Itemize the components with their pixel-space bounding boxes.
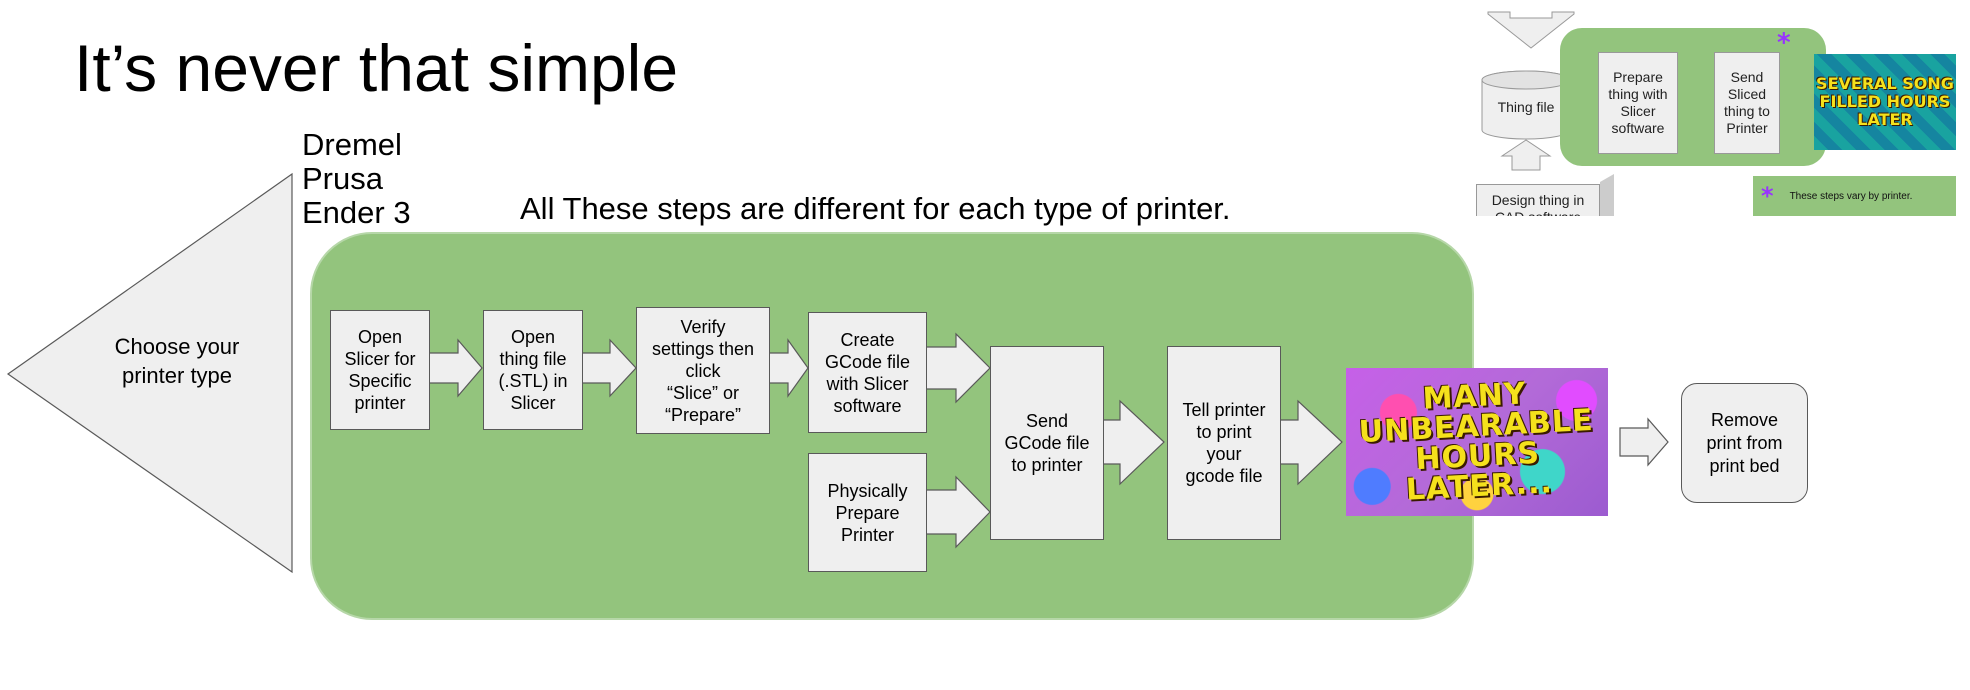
arrow-1	[427, 338, 483, 398]
subtitle: All These steps are different for each t…	[520, 191, 1231, 226]
legend-asterisk-icon: *	[1761, 182, 1774, 210]
step-physically-prepare-label: Physically Prepare Printer	[827, 480, 908, 545]
arrow-7	[1279, 399, 1343, 486]
arrow-5	[925, 475, 991, 549]
step-open-slicer-label: Open Slicer for Specific printer	[344, 327, 416, 413]
arrow-4	[925, 332, 991, 404]
inset-send-sliced-label: Send Sliced thing to Printer	[1724, 69, 1770, 136]
inset-design-step: Design thing in CAD software	[1476, 184, 1600, 216]
inset-design-box-side	[1600, 173, 1614, 216]
several-hours-later-caption: SEVERAL SONG FILLED HOURS LATER	[1816, 74, 1954, 129]
inset-prepare-step: Prepare thing with Slicer software	[1598, 52, 1678, 154]
step-remove-print: Remove print from print bed	[1681, 383, 1808, 503]
arrow-2	[581, 338, 637, 398]
page-title: It’s never that simple	[74, 31, 679, 105]
step-create-gcode-label: Create GCode file with Slicer software	[824, 329, 911, 416]
inset-top-arrow	[1487, 11, 1575, 49]
printer-dremel: Dremel	[302, 127, 402, 162]
printer-list: Dremel Prusa Ender 3	[302, 128, 411, 230]
printer-ender3: Ender 3	[302, 195, 411, 230]
step-verify-settings: Verify settings then click “Slice” or “P…	[636, 307, 770, 434]
step-open-thing-file-label: Open thing file (.STL) in Slicer	[498, 327, 568, 413]
inset-send-sliced-step: Send Sliced thing to Printer	[1714, 52, 1780, 154]
printer-prusa: Prusa	[302, 161, 383, 196]
step-open-thing-file: Open thing file (.STL) in Slicer	[483, 310, 583, 430]
inset-thing-file-label: Thing file	[1497, 98, 1555, 115]
inset-up-arrow	[1500, 139, 1552, 171]
step-send-gcode: Send GCode file to printer	[990, 346, 1104, 540]
arrow-8	[1619, 417, 1669, 467]
choose-printer-triangle	[6, 172, 293, 574]
step-remove-print-label: Remove print from print bed	[1706, 409, 1783, 476]
choose-printer-label: Choose your printer type	[114, 334, 240, 388]
inset-asterisk-icon: *	[1777, 28, 1791, 58]
step-open-slicer: Open Slicer for Specific printer	[330, 310, 430, 430]
inset-design-clip: Design thing in CAD software	[1476, 170, 1616, 216]
legend-text: These steps vary by printer.	[1789, 190, 1913, 202]
step-tell-printer-label: Tell printer to print your gcode file	[1182, 400, 1266, 486]
step-tell-printer: Tell printer to print your gcode file	[1167, 346, 1281, 540]
many-hours-later-image: MANY UNBEARABLE HOURS LATER...	[1346, 368, 1608, 516]
step-create-gcode: Create GCode file with Slicer software	[808, 312, 927, 433]
step-physically-prepare: Physically Prepare Printer	[808, 453, 927, 572]
many-hours-later-caption: MANY UNBEARABLE HOURS LATER...	[1358, 376, 1595, 508]
inset-thing-file: Thing file	[1484, 90, 1568, 124]
arrow-6	[1101, 399, 1165, 486]
inset-prepare-label: Prepare thing with Slicer software	[1608, 69, 1668, 136]
step-send-gcode-label: Send GCode file to printer	[1004, 411, 1090, 475]
inset-design-label: Design thing in CAD software	[1491, 192, 1585, 216]
arrow-3	[767, 338, 809, 398]
several-hours-later-image: SEVERAL SONG FILLED HOURS LATER	[1814, 54, 1956, 150]
inset-legend: * These steps vary by printer.	[1753, 176, 1956, 216]
step-verify-settings-label: Verify settings then click “Slice” or “P…	[651, 316, 755, 425]
